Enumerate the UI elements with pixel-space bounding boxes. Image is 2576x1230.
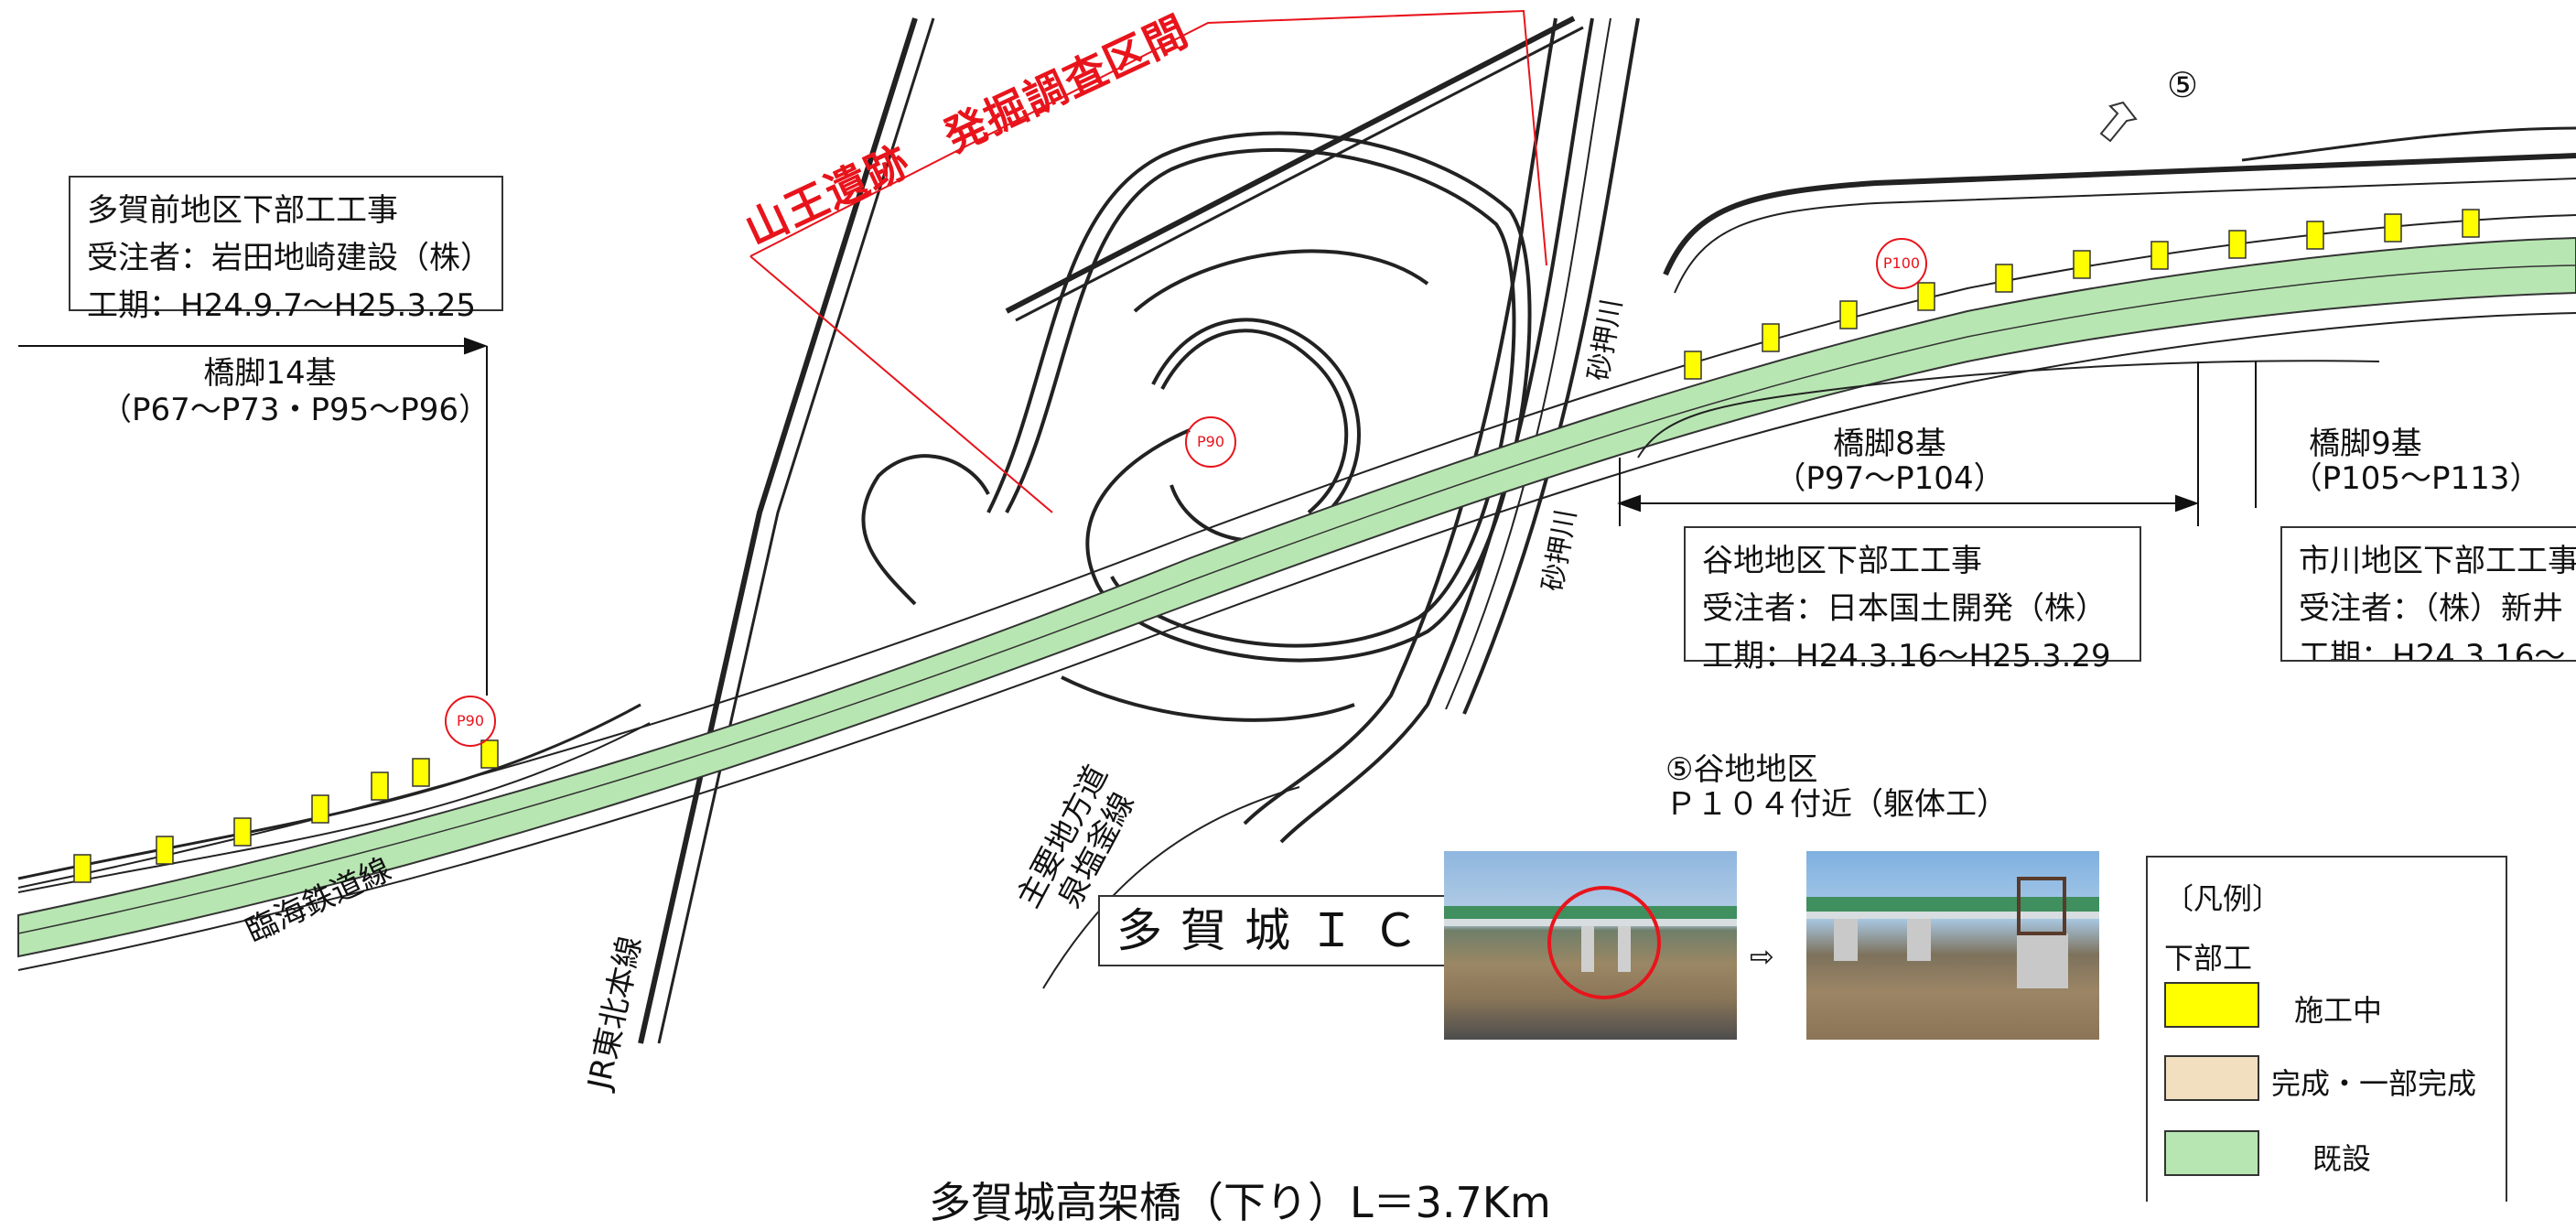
pier-under-construction — [480, 739, 499, 769]
pier-under-construction — [1995, 264, 2013, 293]
contract-box-ichikawa: 市川地区下部工工事 受注者：（株）新井 工期：H24.3.16～ — [2280, 526, 2576, 662]
pier-marker-p90-left: P90 — [445, 696, 496, 747]
survey-section-lines — [749, 9, 1547, 513]
pier-under-construction — [2462, 209, 2480, 238]
pier-under-construction — [2384, 213, 2402, 243]
site-photo-after — [1806, 851, 2099, 1040]
pier-under-construction — [2306, 221, 2324, 250]
contract-box-tagamae: 多賀前地区下部工工事 受注者：岩田地崎建設（株） 工期：H24.9.7～H25.… — [69, 176, 503, 324]
piers-count-mid: 橋脚8基 — [1833, 426, 1946, 462]
ic-name-box: 多賀城ＩＣ — [1098, 895, 1455, 966]
photo-arrow: ⇨ — [1750, 939, 1774, 974]
plan-drawing — [17, 9, 2576, 1044]
pier-under-construction — [156, 836, 174, 865]
viaduct-existing — [17, 214, 2576, 971]
contract-box-yachi: 谷地地区下部工工事 受注者：日本国土開発（株） 工期：H24.3.16～H25.… — [1684, 526, 2141, 674]
pier-under-construction — [73, 854, 92, 883]
pier-under-construction — [371, 771, 389, 801]
pier-under-construction — [2073, 250, 2091, 279]
contract-contractor: 受注者：岩田地崎建設（株） — [87, 240, 491, 276]
legend: 〔凡例〕 下部工 施工中 完成・一部完成 既設 — [2146, 856, 2507, 1202]
pier-marker-p90: P90 — [1185, 416, 1236, 468]
legend-swatch-completed — [2164, 1055, 2259, 1101]
contract-name: 市川地区下部工工事 — [2299, 543, 2576, 579]
legend-title: 〔凡例〕 — [2164, 881, 2282, 916]
pier-under-construction — [233, 817, 252, 847]
contract-name: 谷地地区下部工工事 — [1702, 543, 1982, 579]
piers-under-construction — [73, 209, 2480, 883]
pier-under-construction — [1762, 323, 1780, 352]
prefectural-road — [1042, 786, 1300, 989]
piers-count-left: 橋脚14基 — [203, 355, 337, 392]
pier-under-construction — [311, 794, 329, 824]
direction-arrow — [2099, 101, 2138, 143]
legend-label-completed: 完成・一部完成 — [2271, 1066, 2477, 1101]
legend-swatch-under-construction — [2164, 982, 2259, 1028]
piers-range-mid: （P97～P104） — [1774, 460, 2005, 497]
contract-contractor: 受注者：（株）新井 — [2299, 590, 2563, 627]
piers-range-right: （P105～P113） — [2290, 460, 2541, 497]
piers-range-left: （P67～P73・P95～P96） — [101, 392, 490, 428]
direction-number: ⑤ — [2167, 65, 2199, 105]
contract-name: 多賀前地区下部工工事 — [87, 192, 398, 229]
pier-under-construction — [412, 758, 430, 787]
site-photo-before — [1444, 851, 1737, 1040]
pier-under-construction — [1917, 282, 1935, 311]
pier-under-construction — [2150, 241, 2169, 270]
legend-swatch-existing — [2164, 1130, 2259, 1176]
pier-marker-p100: P100 — [1876, 238, 1927, 289]
interchange-ramps — [861, 17, 1640, 844]
pier-under-construction — [2228, 230, 2247, 259]
photo-caption-location: ⑤谷地地区 — [1665, 751, 1818, 788]
dimension-lines — [18, 337, 2257, 696]
legend-label-existing: 既設 — [2312, 1141, 2372, 1176]
contract-period: 工期：H24.3.16～H25.3.29 — [1702, 638, 2111, 674]
legend-subtitle: 下部工 — [2164, 941, 2253, 976]
pier-under-construction — [1839, 300, 1858, 329]
railway-lines — [17, 16, 1584, 1044]
contract-period: 工期：H24.9.7～H25.3.25 — [87, 287, 477, 324]
photo-caption-detail: Ｐ１０４付近（躯体工） — [1665, 786, 2008, 823]
legend-label-under-construction: 施工中 — [2294, 993, 2383, 1028]
photo-illustration — [1806, 877, 2099, 988]
upper-road — [1637, 126, 2576, 459]
pier-under-construction — [1684, 351, 1702, 380]
piers-count-right: 橋脚9基 — [2309, 426, 2422, 462]
contract-contractor: 受注者：日本国土開発（株） — [1702, 590, 2107, 627]
bridge-title: 多賀城高架橋（下り）L＝3.7Km — [929, 1178, 1551, 1227]
contract-period: 工期：H24.3.16～ — [2299, 638, 2566, 662]
photo-illustration — [1444, 886, 1737, 999]
